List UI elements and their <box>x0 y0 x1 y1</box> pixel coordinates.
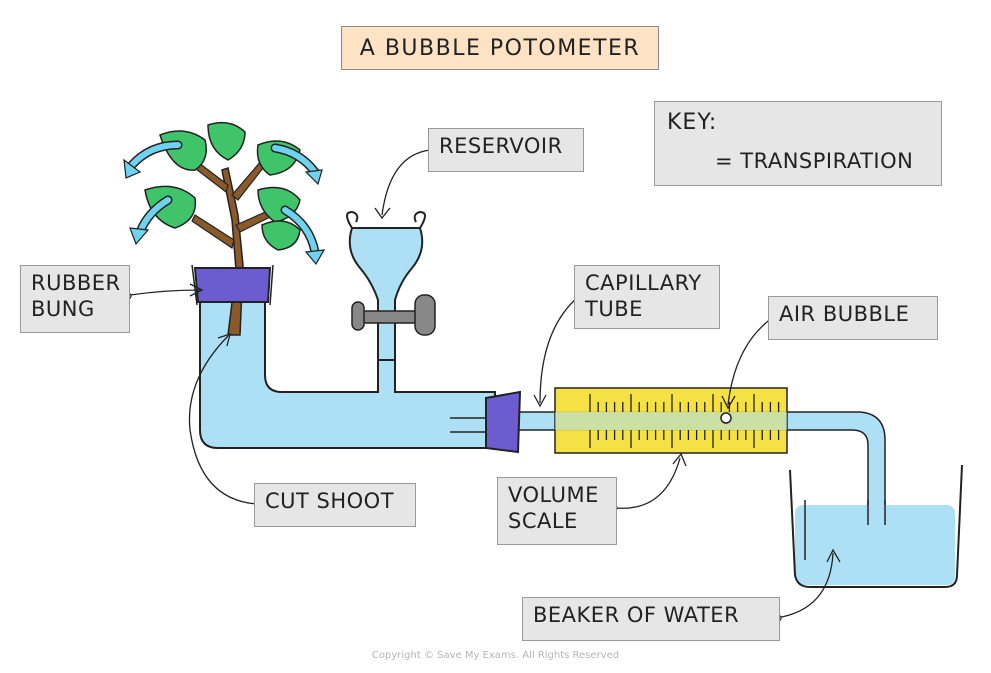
diagram-title: A BUBBLE POTOMETER <box>341 26 659 70</box>
label-rubber-bung: RUBBER BUNG <box>20 265 130 333</box>
left-rubber-bung <box>193 267 272 303</box>
tap-handle-left <box>351 301 365 331</box>
leaf <box>261 220 301 251</box>
bung-edge <box>269 264 274 306</box>
bung-edge <box>191 264 198 306</box>
beaker-outline <box>789 464 963 588</box>
transpiration-arrow <box>272 145 318 175</box>
capillary-overlay <box>555 412 787 430</box>
arrowhead <box>304 169 323 186</box>
arrowhead <box>304 249 326 266</box>
air-bubble <box>720 412 732 424</box>
label-reservoir: RESERVOIR <box>428 128 584 172</box>
main-tube <box>199 289 496 449</box>
transpiration-arrow <box>129 142 181 168</box>
key-box: KEY: = TRANSPIRATION <box>654 101 942 186</box>
label-volume-scale: VOLUME SCALE <box>497 477 617 545</box>
reservoir-rim-left <box>346 210 359 229</box>
scale-ticks <box>589 394 780 448</box>
plant-branch <box>191 214 235 249</box>
reservoir-rim-right <box>413 210 426 229</box>
leaf <box>207 121 246 161</box>
key-heading: KEY: <box>667 110 718 135</box>
arrowhead <box>129 227 150 246</box>
label-beaker-of-water: BEAKER OF WATER <box>522 597 780 641</box>
tap-handle-right <box>414 294 436 336</box>
reservoir-funnel <box>348 227 424 361</box>
label-air-bubble: AIR BUBBLE <box>768 296 938 340</box>
key-entry: = TRANSPIRATION <box>715 149 914 173</box>
leaf <box>159 130 207 171</box>
label-leaders <box>129 149 841 619</box>
tap-bar <box>361 310 418 324</box>
beaker-water <box>795 505 955 585</box>
transpiration-arrow <box>282 207 318 255</box>
arrowhead <box>123 158 142 179</box>
right-rubber-bung <box>485 390 522 454</box>
copyright-notice: Copyright © Save My Exams. All Rights Re… <box>371 650 620 661</box>
label-capillary-tube: CAPILLARY TUBE <box>574 265 720 329</box>
label-cut-shoot: CUT SHOOT <box>254 483 416 527</box>
